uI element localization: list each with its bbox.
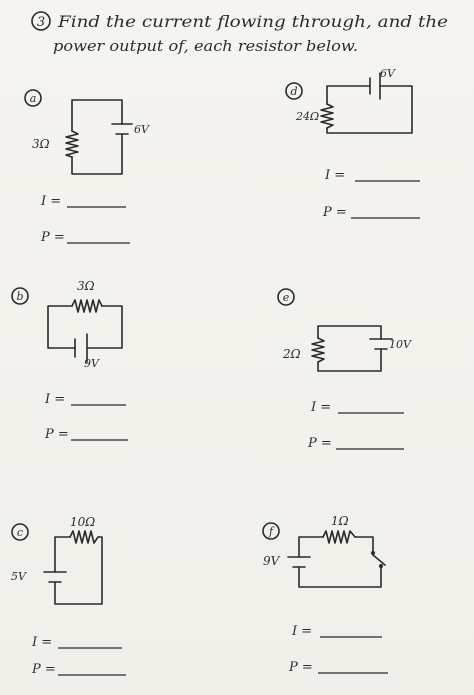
circuit-c: c 10Ω 5V I = P = bbox=[11, 515, 126, 677]
circuit-e-voltage: 10V bbox=[389, 338, 412, 351]
circuit-e: e 2Ω 10V I = P = bbox=[277, 288, 412, 451]
circuit-b-voltage: 9V bbox=[84, 357, 100, 370]
circuit-a-letter-circle bbox=[24, 89, 42, 107]
circuit-b-wires bbox=[47, 305, 123, 349]
circuit-d-letter: d bbox=[290, 85, 297, 98]
circuit-f-voltage: 9V bbox=[263, 554, 281, 568]
circuit-c-resistor bbox=[69, 530, 99, 544]
circuit-f-resistance: 1Ω bbox=[331, 514, 349, 528]
circuit-a-letter: a bbox=[30, 92, 37, 105]
circuit-d-voltage: 6V bbox=[380, 67, 396, 80]
circuit-f-current-label: I = bbox=[291, 624, 312, 639]
circuit-f-power-label: P = bbox=[288, 660, 313, 675]
circuit-e-battery bbox=[369, 338, 393, 350]
circuit-f-battery bbox=[287, 556, 311, 568]
circuit-a-resistance: 3Ω bbox=[32, 137, 50, 151]
circuit-f-letter: f bbox=[268, 525, 275, 538]
circuit-e-power-label: P = bbox=[307, 436, 332, 451]
circuit-d-wires bbox=[326, 85, 413, 134]
circuit-e-current-label: I = bbox=[310, 400, 331, 415]
circuit-d-resistor bbox=[320, 103, 334, 129]
circuit-f-switch bbox=[371, 551, 386, 568]
circuit-c-wires bbox=[54, 536, 103, 605]
circuit-d-current-label: I = bbox=[324, 168, 345, 183]
circuit-a-power-label: P = bbox=[40, 230, 65, 245]
circuit-b-battery bbox=[74, 333, 88, 363]
circuit-a-resistor bbox=[65, 130, 79, 158]
circuit-b-current-label: I = bbox=[44, 392, 65, 407]
circuit-d-power-label: P = bbox=[322, 205, 347, 220]
question-header: 3 Find the current flowing through, and … bbox=[31, 11, 448, 55]
circuit-b: b 3Ω 9V I = P = bbox=[11, 279, 128, 442]
question-number: 3 bbox=[37, 15, 45, 30]
circuit-c-resistance: 10Ω bbox=[70, 515, 95, 529]
circuit-d: d 6V 24Ω I = P = bbox=[285, 67, 420, 220]
circuit-e-resistance: 2Ω bbox=[282, 347, 301, 361]
circuit-e-letter-circle bbox=[277, 288, 295, 306]
circuit-d-letter-circle bbox=[285, 82, 303, 100]
circuit-b-letter-circle bbox=[11, 287, 29, 305]
circuit-a-voltage: 6V bbox=[134, 123, 150, 136]
circuit-d-battery bbox=[369, 72, 381, 100]
circuit-c-battery bbox=[43, 571, 67, 583]
circuit-f-wires bbox=[298, 536, 382, 588]
circuit-b-resistor bbox=[71, 299, 103, 313]
circuit-a: a 3Ω 6V I = P = bbox=[24, 89, 150, 245]
circuit-c-letter-circle bbox=[11, 523, 29, 541]
circuit-f-letter-circle bbox=[262, 522, 280, 540]
circuit-e-letter: e bbox=[283, 291, 290, 304]
circuit-b-letter: b bbox=[16, 290, 23, 303]
circuit-d-resistance: 24Ω bbox=[295, 110, 319, 123]
circuit-a-current-label: I = bbox=[40, 194, 61, 209]
circuit-f-resistor bbox=[322, 530, 356, 544]
question-line-2: power output of, each resistor below. bbox=[53, 37, 358, 55]
question-number-circle bbox=[31, 11, 51, 31]
circuit-c-power-label: P = bbox=[31, 662, 56, 677]
circuit-c-current-label: I = bbox=[31, 635, 52, 650]
question-line-1: Find the current flowing through, and th… bbox=[57, 13, 448, 31]
circuit-c-voltage: 5V bbox=[11, 570, 27, 583]
circuit-e-wires bbox=[317, 325, 382, 372]
circuit-e-resistor bbox=[311, 337, 325, 363]
circuit-a-battery bbox=[111, 123, 133, 135]
circuit-a-wires bbox=[71, 99, 123, 175]
circuit-f: f 1Ω 9V I = P = bbox=[262, 514, 388, 675]
circuit-b-resistance: 3Ω bbox=[77, 279, 95, 293]
circuit-b-power-label: P = bbox=[44, 427, 69, 442]
circuit-c-letter: c bbox=[17, 526, 23, 539]
